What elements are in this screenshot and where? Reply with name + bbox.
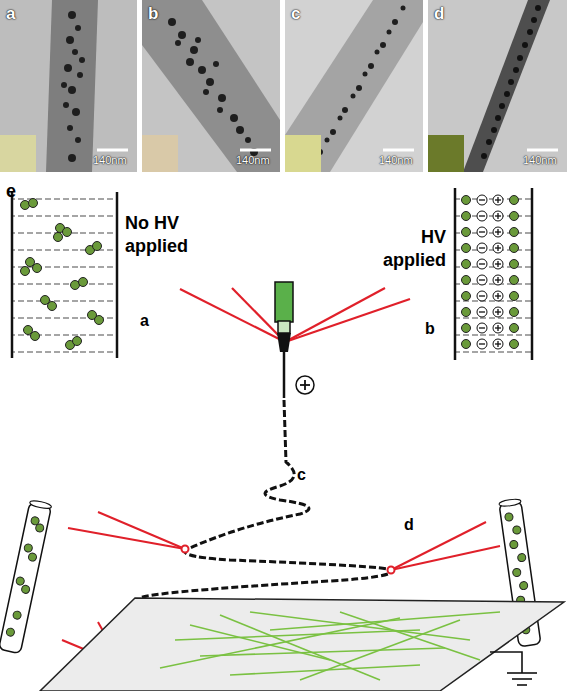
panel-letter: c [291, 4, 300, 24]
panel-letter: e [6, 181, 16, 202]
panel-letter: d [434, 4, 444, 24]
scale-bar-label: 140nm [523, 154, 557, 167]
scale-bar-label: 140nm [379, 154, 413, 167]
state-label: No HV applied [125, 212, 209, 259]
scale-bar-label: 140nm [236, 154, 270, 167]
state-label: HV applied [360, 226, 446, 273]
stage-letter: a [140, 312, 149, 330]
stage-letter: b [425, 320, 435, 338]
panel-letter: b [148, 4, 158, 24]
panel-letter: a [6, 4, 15, 24]
stage-letter: c [297, 466, 306, 484]
stage-letter: d [404, 516, 414, 534]
scale-bar-label: 140nm [93, 154, 127, 167]
